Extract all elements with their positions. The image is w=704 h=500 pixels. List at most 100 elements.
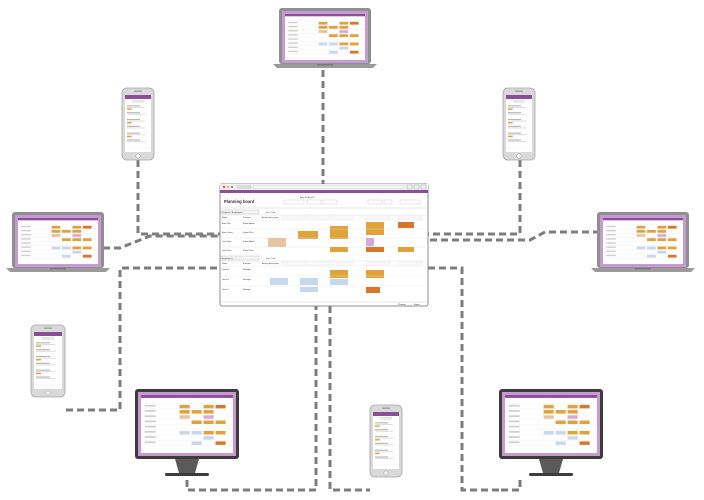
mini-activity-block [579, 430, 590, 435]
section-1-name: Projects / Employees [222, 211, 243, 214]
mini-row-label [288, 42, 298, 44]
mini-activity-block [543, 430, 554, 435]
mini-activity-block [657, 246, 667, 250]
phone-text-line [127, 127, 146, 129]
mini-activity-block [203, 415, 214, 419]
mini-activity-block [191, 410, 202, 414]
phone-text-line [36, 357, 56, 359]
phone-tab [42, 336, 54, 340]
mini-activity-block [657, 238, 667, 241]
mini-app-header [141, 395, 233, 398]
section-1-row-name: Bram Groen [222, 232, 233, 234]
section-1-row-function: Expert Admin [243, 240, 255, 243]
phone-text-line [36, 349, 50, 351]
phone-text-line [508, 112, 521, 114]
mini-activity-block [191, 430, 202, 435]
mini-activity-block [72, 229, 82, 233]
laptop-base [591, 268, 695, 272]
mini-activity-block [567, 404, 578, 409]
phone-text-line [375, 451, 394, 453]
phone-text-line [375, 449, 388, 451]
devices [6, 8, 695, 478]
phone-text-line [127, 105, 140, 107]
phone-text-line [127, 118, 140, 121]
phone-text-line [375, 422, 388, 424]
mini-row-label [288, 46, 298, 49]
phone-tab [132, 99, 144, 103]
phone-activity-chip [36, 345, 42, 347]
mini-activity-block [329, 25, 338, 29]
mini-activity-block [72, 234, 82, 237]
phone-text-line [508, 120, 527, 122]
mini-row-label [21, 225, 31, 228]
mini-activity-block [215, 404, 226, 409]
section-1-row-name: Carla Smit [222, 240, 232, 243]
section-2-row-function: Manager [243, 269, 251, 271]
section-2-row-function: Manager [243, 279, 251, 281]
mini-activity-block [72, 250, 82, 254]
phone-activity-chip [508, 135, 513, 138]
phone-speaker [382, 407, 390, 409]
phone-activity-chip [36, 372, 42, 375]
mini-activity-block [82, 225, 92, 229]
mini-activity-block [51, 246, 61, 250]
phone-header [34, 332, 62, 336]
mini-activity-block [62, 229, 71, 233]
mini-activity-block [62, 254, 71, 258]
connector-phone-left [136, 160, 222, 236]
monitor-foot [529, 473, 573, 476]
mini-activity-block [191, 441, 202, 445]
phone-text-line [375, 430, 394, 432]
phone-text-line [375, 429, 388, 431]
phone-home-button [135, 153, 141, 159]
phone-text-line [36, 376, 50, 378]
mini-activity-block [62, 238, 71, 241]
mini-activity-block [329, 50, 338, 54]
day-column-header [281, 215, 307, 220]
activity-block [398, 222, 414, 228]
phone-text-line [508, 118, 521, 121]
mini-app-header [285, 14, 365, 17]
activity-block [268, 238, 286, 247]
mini-activity-block [657, 250, 667, 254]
mini-row-label [144, 425, 156, 428]
mini-activity-block [62, 246, 71, 250]
mini-row-label [144, 410, 156, 412]
monitor-right [499, 389, 603, 476]
section-2-row-name: Team B [222, 279, 229, 281]
connector-phone-small-left [66, 266, 222, 412]
mini-activity-block [647, 254, 656, 258]
laptop-top [273, 8, 377, 68]
mini-activity-block [567, 420, 578, 424]
activity-block [366, 222, 384, 231]
footer-export-link[interactable]: Export [414, 303, 420, 306]
phone-text-line [36, 355, 50, 358]
footer-planning-link[interactable]: Planning [398, 304, 406, 306]
section-1-row-function: Expert Plan [243, 249, 253, 252]
laptop-base [6, 268, 110, 272]
mini-activity-block [82, 238, 92, 241]
mini-row-label [508, 410, 520, 412]
activity-block [330, 270, 348, 278]
connector-monitor-right-stand [500, 480, 522, 492]
phone-tab [513, 99, 525, 103]
day-column-header [397, 261, 423, 266]
mini-row-label [21, 250, 31, 253]
mini-activity-block [72, 238, 82, 241]
mini-activity-block [203, 430, 214, 435]
mini-activity-block [667, 225, 677, 229]
mini-row-label [144, 436, 156, 438]
mini-activity-block [647, 238, 656, 241]
laptop-left [6, 212, 110, 272]
monitor-left [135, 389, 239, 476]
phone-activity-chip [375, 452, 380, 455]
phone-text-line [127, 141, 146, 143]
section-1-row-name: Dirk Visser [222, 250, 232, 252]
section-1-count: Jan - Feb [266, 212, 276, 214]
mini-row-label [144, 430, 156, 433]
phone-text-line [508, 139, 521, 141]
laptop-notch [50, 268, 66, 270]
mini-activity-block [555, 420, 566, 424]
phone-speaker [134, 90, 142, 92]
